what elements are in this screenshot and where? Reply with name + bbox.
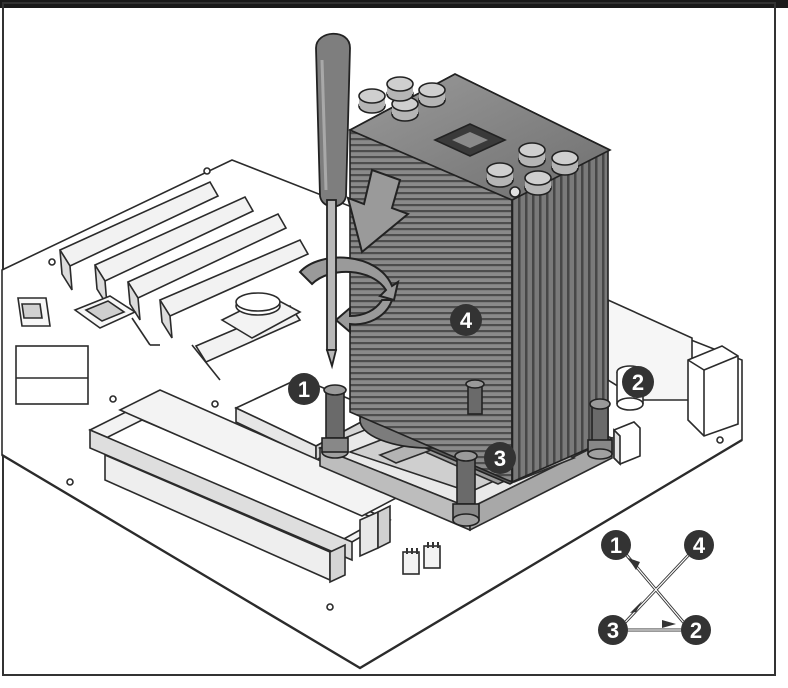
svg-text:4: 4 xyxy=(693,533,706,558)
callout-4: 4 xyxy=(450,304,482,336)
sequence-node-2: 2 xyxy=(681,615,711,645)
chipset xyxy=(73,295,137,329)
callout-3: 3 xyxy=(484,442,516,474)
mounting-holes xyxy=(48,167,724,611)
screw-3 xyxy=(452,450,480,527)
sequence-arrow-icon xyxy=(628,558,640,570)
screw-4 xyxy=(465,379,485,415)
memory-slots xyxy=(88,389,402,584)
sequence-arrow-icon xyxy=(662,620,676,628)
voltage-regulator xyxy=(613,421,641,466)
push-down-arrow-icon xyxy=(346,168,410,254)
svg-text:3: 3 xyxy=(494,446,506,471)
sequence-node-1: 1 xyxy=(601,530,631,560)
pin-headers xyxy=(402,542,441,575)
sequence-arrow-icon xyxy=(630,601,642,613)
front-panel-connector xyxy=(17,297,51,327)
heatpipe-caps xyxy=(358,76,579,198)
svg-text:1: 1 xyxy=(610,533,622,558)
screw-1 xyxy=(321,384,349,459)
screw-2 xyxy=(587,398,613,460)
svg-text:2: 2 xyxy=(690,618,702,643)
screwdriver-icon xyxy=(315,32,351,370)
mounting-screw-icon xyxy=(321,379,613,527)
tightening-sequence-diagram: 1 4 3 2 xyxy=(598,530,714,645)
cmos-battery xyxy=(220,292,302,339)
sequence-node-4: 4 xyxy=(684,530,714,560)
cooler-logo-icon xyxy=(433,123,507,157)
svg-text:4: 4 xyxy=(460,308,473,333)
svg-text:1: 1 xyxy=(298,377,310,402)
svg-text:2: 2 xyxy=(632,370,644,395)
svg-text:3: 3 xyxy=(607,618,619,643)
callout-1: 1 xyxy=(288,373,320,405)
sequence-node-3: 3 xyxy=(598,615,628,645)
callout-2: 2 xyxy=(622,366,654,398)
board-label xyxy=(15,345,89,405)
